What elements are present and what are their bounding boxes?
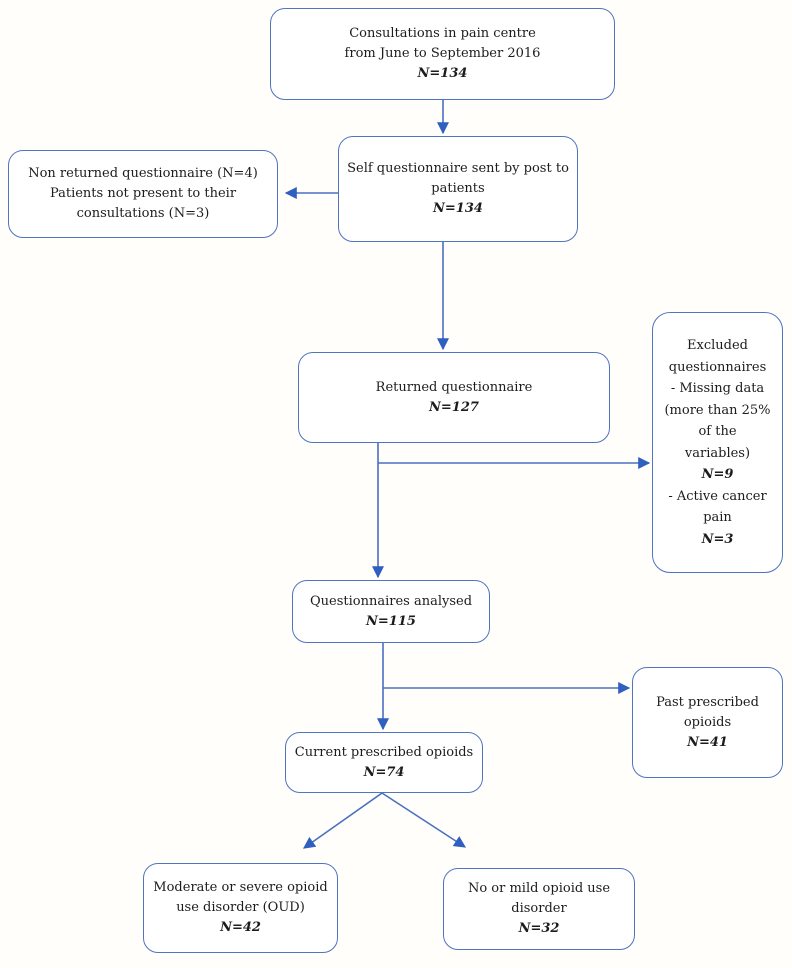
node-count-label: N=74	[363, 764, 405, 780]
node-count-label: N=115	[366, 613, 416, 629]
node-text-line: patients	[431, 181, 485, 196]
node-text-line: questionnaires	[668, 359, 767, 375]
node-text-line: Current prescribed opioids	[294, 744, 474, 760]
node-current-prescribed-opioids: Current prescribed opioids N=74	[285, 732, 483, 793]
node-non-returned: Non returned questionnaire (N=4) Patient…	[8, 150, 278, 238]
node-count-label: N=41	[687, 734, 728, 750]
node-text-line: variables)	[684, 445, 751, 461]
node-past-prescribed-opioids: Past prescribed opioids N=41	[632, 667, 783, 778]
node-text-line: - Active cancer	[668, 488, 767, 504]
node-text-line: Non returned questionnaire (N=4)	[28, 166, 258, 181]
node-text-line: disorder	[511, 901, 567, 916]
arrow-current-to-mild	[381, 792, 467, 848]
node-text-line: pain	[703, 510, 732, 525]
node-self-questionnaire-sent: Self questionnaire sent by post to patie…	[338, 136, 578, 242]
node-text-line: Moderate or severe opioid	[153, 880, 328, 895]
node-no-mild-oud: No or mild opioid use disorder N=32	[443, 868, 635, 950]
node-text-line: opioids	[683, 714, 732, 730]
node-text-line: - Missing data	[670, 381, 765, 396]
node-count-label: N=32	[518, 921, 560, 936]
node-count-label: N=9	[701, 467, 734, 482]
node-text-line: of the	[698, 424, 737, 439]
node-excluded-questionnaires: Excluded questionnaires - Missing data (…	[652, 312, 783, 573]
node-moderate-severe-oud: Moderate or severe opioid use disorder (…	[143, 863, 338, 953]
node-text-line: Returned questionnaire	[375, 379, 533, 395]
node-count-label: N=42	[220, 920, 261, 935]
node-text-line: use disorder (OUD)	[176, 900, 305, 915]
node-count-label: N=127	[429, 399, 479, 415]
node-text-line: Excluded	[687, 338, 748, 353]
node-text-line: Consultations in pain centre	[349, 26, 536, 41]
node-text-line: No or mild opioid use	[467, 881, 611, 896]
node-count-label: N=3	[701, 531, 734, 547]
node-text-line: Self questionnaire sent by post to	[347, 161, 569, 176]
node-count-label: N=134	[417, 66, 468, 81]
node-text-line: Questionnaires analysed	[309, 593, 473, 609]
node-questionnaires-analysed: Questionnaires analysed N=115	[292, 580, 490, 643]
node-text-line: Past prescribed	[656, 694, 759, 710]
arrow-current-to-oud	[303, 792, 383, 849]
node-consultations: Consultations in pain centre from June t…	[270, 8, 615, 100]
node-count-label: N=134	[433, 201, 483, 216]
node-returned-questionnaire: Returned questionnaire N=127	[298, 352, 610, 443]
node-text-line: from June to September 2016	[344, 46, 541, 61]
node-text-line: (more than 25%	[664, 402, 771, 418]
node-text-line: Patients not present to their	[49, 186, 237, 201]
node-text-line: consultations (N=3)	[76, 206, 210, 221]
